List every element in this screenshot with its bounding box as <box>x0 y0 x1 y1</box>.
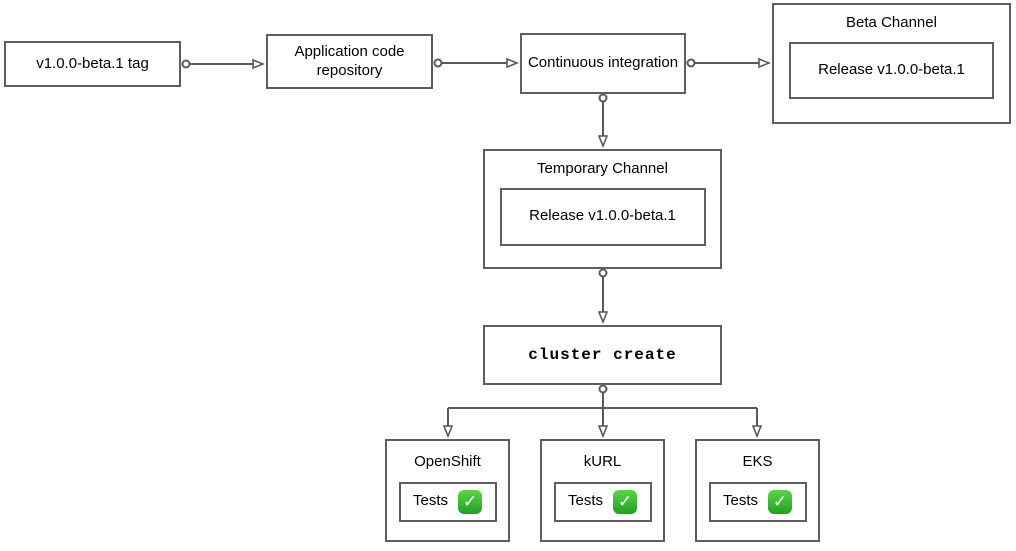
connector-ci-to-temp-channel <box>600 93 607 147</box>
check-glyph: ✓ <box>617 492 633 512</box>
node-application-code-repository-label: Application code repository <box>294 42 405 79</box>
node-eks: EKS Tests ✓ <box>695 439 820 542</box>
node-beta-release: Release v1.0.0-beta.1 <box>789 41 994 99</box>
kurl-tests-label: Tests <box>567 492 603 510</box>
node-continuous-integration-label: Continuous integration <box>527 54 679 72</box>
connector-ci-to-beta-channel <box>686 60 770 67</box>
kurl-tests-box: Tests ✓ <box>553 481 652 522</box>
node-temporary-channel: Temporary Channel Release v1.0.0-beta.1 <box>483 149 722 269</box>
beta-release-label: Release v1.0.0-beta.1 <box>818 60 965 78</box>
green-check-mark-icon: ✓ <box>458 489 482 514</box>
node-version-tag-label: v1.0.0-beta.1 tag <box>36 54 149 72</box>
node-kurl: kURL Tests ✓ <box>540 439 665 542</box>
node-continuous-integration: Continuous integration <box>520 33 686 94</box>
connector-cluster-create-to-platforms <box>448 384 757 437</box>
temporary-channel-title: Temporary Channel <box>537 160 668 177</box>
openshift-title: OpenShift <box>414 453 481 470</box>
check-glyph: ✓ <box>462 492 478 512</box>
node-beta-channel: Beta Channel Release v1.0.0-beta.1 <box>772 3 1011 124</box>
check-glyph: ✓ <box>772 492 788 512</box>
cluster-create-label: cluster create <box>528 346 677 364</box>
kurl-title: kURL <box>583 453 622 470</box>
green-check-mark-icon: ✓ <box>768 489 792 514</box>
connector-tag-to-repo <box>181 61 264 68</box>
node-openshift: OpenShift Tests ✓ <box>385 439 510 542</box>
eks-title: EKS <box>742 453 773 470</box>
openshift-tests-label: Tests <box>412 492 448 510</box>
eks-tests-box: Tests ✓ <box>708 481 807 522</box>
node-cluster-create: cluster create <box>483 325 722 385</box>
temporary-release-label: Release v1.0.0-beta.1 <box>529 207 676 225</box>
node-application-code-repository: Application code repository <box>266 34 433 89</box>
connector-repo-to-ci <box>433 60 518 67</box>
green-check-mark-icon: ✓ <box>613 489 637 514</box>
beta-channel-title: Beta Channel <box>846 14 937 31</box>
connector-temp-channel-to-cluster-create <box>600 268 607 323</box>
openshift-tests-box: Tests ✓ <box>398 481 497 522</box>
eks-tests-label: Tests <box>722 492 758 510</box>
node-temporary-release: Release v1.0.0-beta.1 <box>499 187 706 246</box>
node-version-tag: v1.0.0-beta.1 tag <box>4 41 181 87</box>
